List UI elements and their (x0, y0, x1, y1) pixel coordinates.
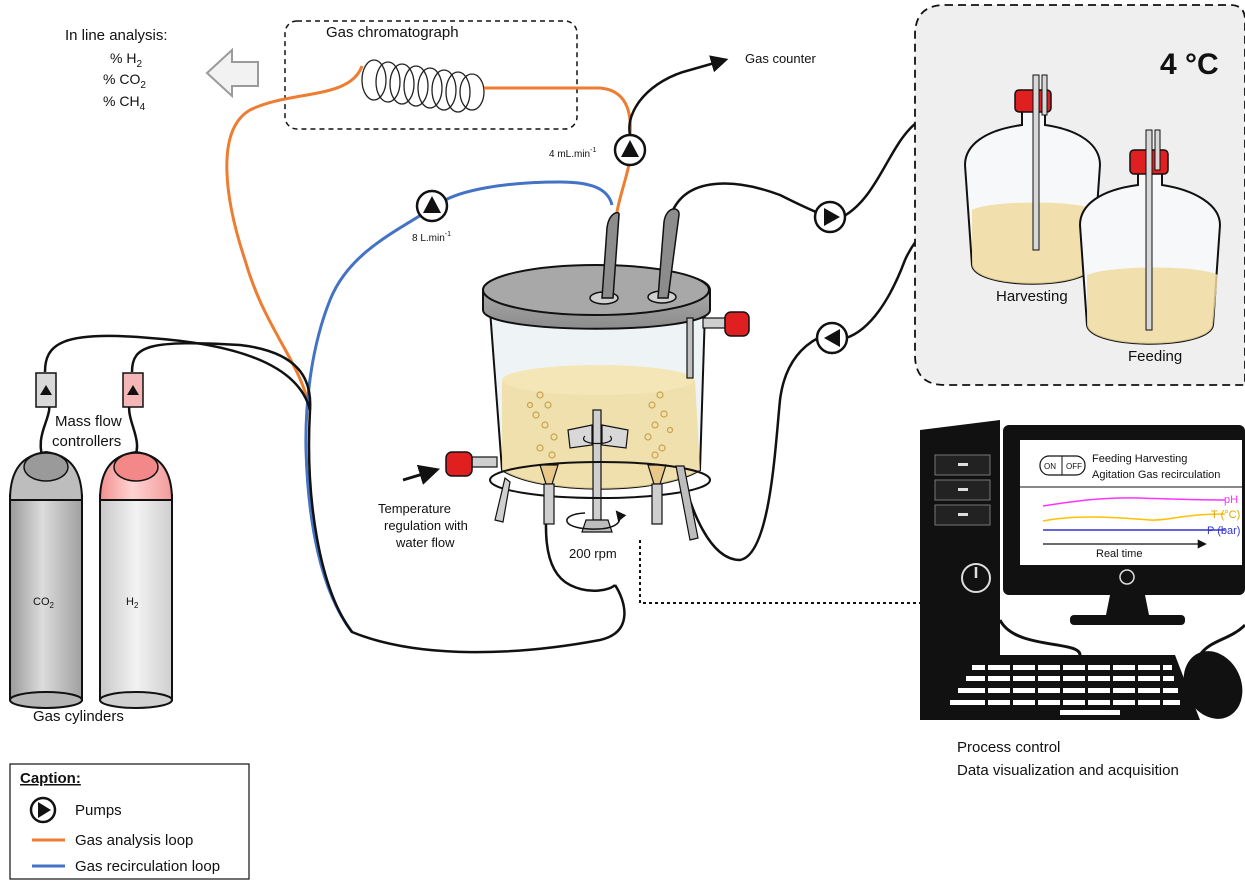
mass-flow-controller-h2 (122, 372, 144, 408)
flow-rate-4: 4 mL.min-1 (549, 147, 596, 160)
pump-feeding-icon (815, 321, 849, 355)
on-off-switch[interactable] (1039, 455, 1086, 476)
h2-cylinder-label: H2 (126, 596, 139, 610)
mass-flow-label-1: Mass flow (55, 413, 122, 430)
mass-flow-label-2: controllers (52, 433, 121, 450)
bioreactor (445, 208, 750, 541)
pump-harvesting-icon (813, 200, 847, 234)
screen-controls-line1: Feeding Harvesting (1092, 453, 1187, 465)
keyboard-keys (950, 665, 1180, 715)
gas-counter-label: Gas counter (745, 51, 816, 66)
legend: Caption: Pumps Gas analysis loop Gas rec… (9, 763, 250, 880)
ph-trend-line (1042, 497, 1226, 507)
h2-cylinder (98, 450, 174, 709)
feeding-bottle (1078, 129, 1222, 345)
agitation-speed-label: 200 rpm (569, 546, 617, 561)
ph-label: pH (1224, 494, 1238, 506)
gas-analysis-loop (225, 65, 364, 411)
pump-gas-recirculation-icon (415, 189, 449, 223)
legend-pump-icon (29, 796, 57, 824)
analysis-co2: % CO2 (103, 71, 146, 91)
gas-bubbles (526, 391, 674, 459)
analysis-text: In line analysis: % H2 % CO2 % CH4 (65, 27, 168, 113)
gas-recirculation-loop (304, 180, 614, 633)
gas-chromatograph-label: Gas chromatograph (326, 24, 459, 41)
pressure-label: P (bar) (1207, 525, 1240, 537)
legend-pumps-label: Pumps (75, 802, 122, 819)
feeding-label: Feeding (1128, 348, 1182, 365)
legend-title: Caption: (20, 770, 81, 787)
output-arrow-icon (205, 47, 259, 99)
rotation-arrow-icon (566, 510, 627, 530)
harvesting-label: Harvesting (996, 288, 1068, 305)
screen-controls-line2: Agitation Gas recirculation (1092, 469, 1220, 481)
temperature-label-2: regulation with (384, 518, 468, 533)
water-flow-arrow-icon (402, 464, 441, 485)
process-control-label: Process control (957, 739, 1060, 756)
analysis-h2: % H2 (110, 50, 142, 70)
data-visualization-label: Data visualization and acquisition (957, 762, 1179, 779)
mass-flow-controller-co2 (35, 372, 57, 408)
control-link (639, 540, 920, 604)
switch-on-label: ON (1044, 462, 1056, 471)
time-axis-label: Real time (1096, 548, 1142, 560)
temperature-trend-line (1042, 513, 1226, 522)
analysis-ch4: % CH4 (103, 93, 146, 113)
flow-rate-8: 8 L.min-1 (412, 231, 451, 244)
gas-chromatograph-box (284, 20, 578, 130)
co2-cylinder (8, 450, 84, 709)
chromatograph-coil-icon (361, 59, 485, 113)
cold-room-temperature: 4 °C (1160, 48, 1219, 81)
gas-cylinders-label: Gas cylinders (33, 708, 124, 725)
legend-recirculation-label: Gas recirculation loop (75, 858, 220, 875)
temperature-series-label: T (°C) (1211, 509, 1240, 521)
temperature-label-3: water flow (395, 535, 455, 550)
co2-cylinder-label: CO2 (33, 596, 55, 610)
switch-off-label: OFF (1066, 462, 1082, 471)
harvesting-bottle (963, 74, 1102, 285)
legend-analysis-label: Gas analysis loop (75, 832, 193, 849)
pump-gas-analysis-icon (613, 133, 647, 167)
analysis-title: In line analysis: (65, 27, 168, 44)
temperature-label-1: Temperature (378, 501, 451, 516)
